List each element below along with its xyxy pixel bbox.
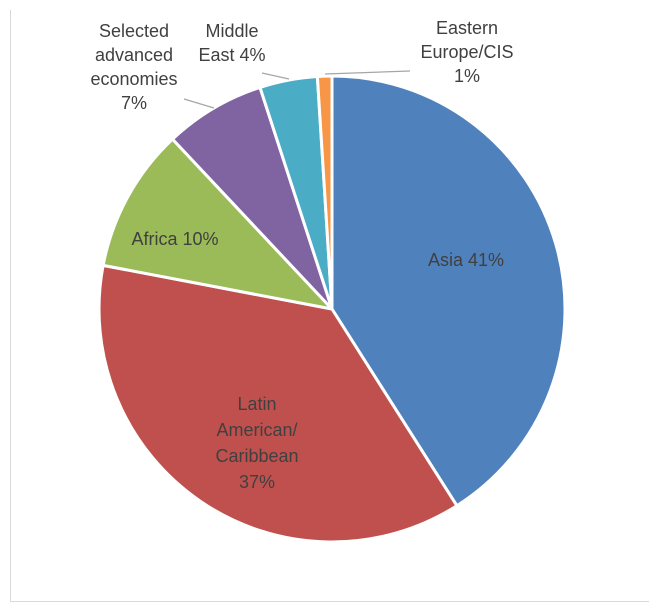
slice-label-line: 1% <box>454 66 480 86</box>
chart-frame <box>10 10 649 602</box>
slice-label-line: Middle <box>205 21 258 41</box>
slice-label-line: 37% <box>239 472 275 492</box>
slice-label-line: Europe/CIS <box>420 42 513 62</box>
slice-label-line: Asia 41% <box>428 250 504 270</box>
pie-slice-2 <box>101 137 334 311</box>
leader-line-4 <box>261 72 290 80</box>
leader-line-3 <box>183 98 215 109</box>
slice-label-line: Selected <box>99 21 169 41</box>
slice-label-3: Selected advanced economies 7% <box>90 21 177 113</box>
slice-label-line: Latin <box>237 394 276 414</box>
slice-label-line: advanced <box>95 45 173 65</box>
slice-label-line: 7% <box>121 93 147 113</box>
slice-label-2: Africa 10% <box>131 229 218 249</box>
pie-slice-3 <box>171 85 334 311</box>
slice-label-line: East 4% <box>198 45 265 65</box>
slice-label-line: American/ <box>216 420 297 440</box>
pie-slice-5 <box>315 74 334 311</box>
slice-label-line: Africa 10% <box>131 229 218 249</box>
slice-label-line: economies <box>90 69 177 89</box>
leader-line-5 <box>324 70 411 75</box>
slice-label-line: Caribbean <box>215 446 298 466</box>
pie-slice-1 <box>97 263 459 544</box>
slice-label-0: Asia 41% <box>428 250 504 270</box>
slice-label-line: Eastern <box>436 18 498 38</box>
